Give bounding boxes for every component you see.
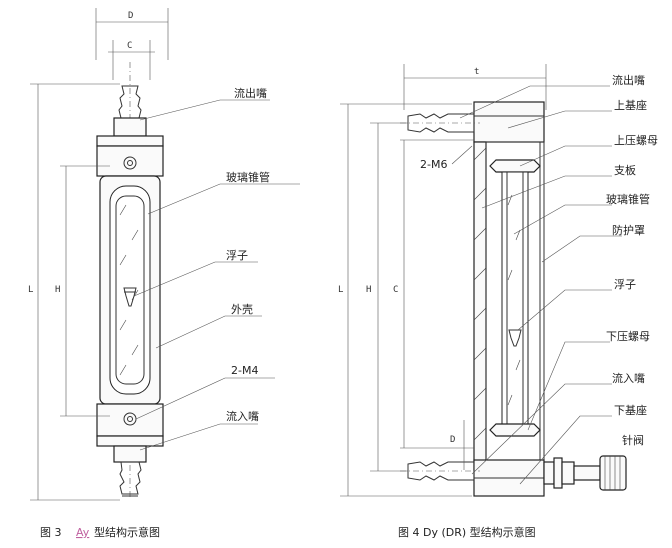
label-screw: 2-M4: [231, 364, 258, 377]
figure4: t: [338, 64, 658, 539]
label-outlet-4: 流出嘴: [612, 73, 645, 87]
label-inlet-4: 流入嘴: [612, 371, 645, 385]
label-needle-valve: 针阀: [622, 433, 644, 447]
dim-h: H: [55, 285, 60, 295]
figure3-caption-prefix: 图 3: [40, 526, 62, 539]
label-float: 浮子: [226, 249, 248, 262]
dim-d-4: D: [450, 435, 455, 445]
label-glass-tube-4: 玻璃锥管: [606, 192, 650, 206]
dim-c: C: [127, 41, 132, 51]
dim-l-4: L: [338, 285, 343, 295]
label-glass-tube: 玻璃锥管: [226, 170, 270, 184]
figure3-caption-suffix: 型结构示意图: [94, 525, 160, 539]
label-outlet: 流出嘴: [234, 86, 267, 100]
label-guard: 防护罩: [612, 223, 645, 237]
dim-c-4: C: [393, 285, 398, 295]
label-upper-nut: 上压螺母: [614, 134, 658, 147]
figure3: D C: [28, 8, 300, 539]
dim-l: L: [28, 285, 33, 295]
label-lower-nut: 下压螺母: [606, 330, 650, 343]
dim-h-4: H: [366, 285, 371, 295]
label-lower-base: 下基座: [614, 403, 647, 417]
label-inlet: 流入嘴: [226, 409, 259, 423]
figure4-caption: 图 4 Dy (DR) 型结构示意图: [398, 525, 536, 539]
label-shell: 外壳: [231, 302, 253, 316]
figure3-caption-model: Ay: [76, 526, 90, 539]
label-screw-4: 2-M6: [420, 158, 447, 171]
dim-d: D: [128, 11, 133, 21]
label-float-4: 浮子: [614, 278, 636, 291]
label-upper-base: 上基座: [614, 98, 647, 112]
label-plate: 支板: [614, 163, 636, 177]
dim-t: t: [474, 67, 479, 77]
